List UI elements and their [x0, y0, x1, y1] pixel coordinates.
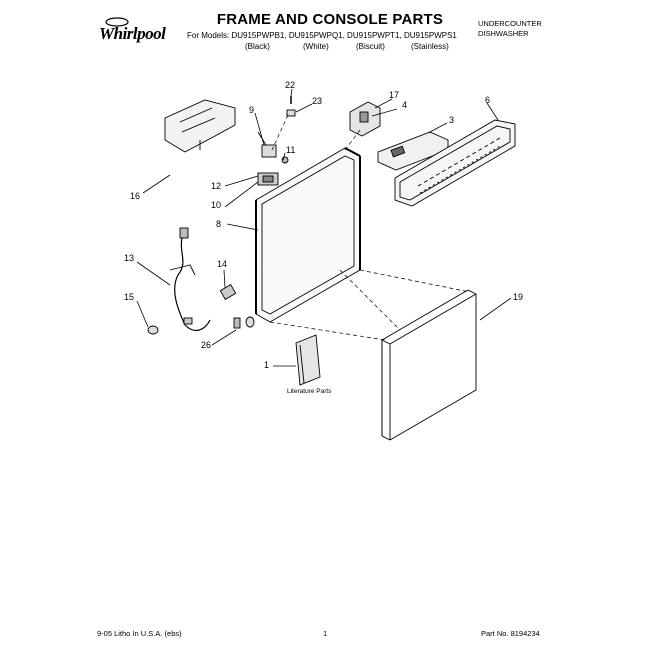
callout-22: 22 [285, 80, 296, 90]
callout-17: 17 [389, 90, 400, 100]
callout-13: 13 [124, 253, 135, 263]
callout-15: 15 [124, 292, 135, 302]
color-label-white: (White) [303, 42, 329, 51]
callout-12: 12 [211, 181, 222, 191]
footer-part-number: Part No. 8194234 [481, 629, 540, 638]
callout-23: 23 [312, 96, 323, 106]
part-9-switch [257, 131, 277, 158]
part-13-wire-harness [169, 227, 211, 332]
whirlpool-logo: Whirlpool [97, 17, 181, 47]
appliance-type-line2: DISHWASHER [478, 29, 529, 38]
callout-1: 1 [264, 360, 270, 370]
callout-4: 4 [402, 100, 408, 110]
appliance-type: UNDERCOUNTER DISHWASHER [478, 19, 542, 39]
part-14-connector [219, 284, 237, 300]
part-23-clip [286, 109, 296, 117]
callout-10: 10 [211, 200, 222, 210]
part-19-outer-door-panel [381, 289, 477, 441]
literature-parts-label: Literature Parts [287, 388, 332, 395]
footer-print-info: 9-05 Litho In U.S.A. (ebs) [97, 629, 182, 638]
leader-lines [136, 88, 512, 367]
color-label-black: (Black) [245, 42, 270, 51]
part-6-console-panel [394, 119, 516, 207]
part-16-bracket [164, 99, 236, 153]
callout-26: 26 [201, 340, 212, 350]
callout-14: 14 [217, 259, 228, 269]
appliance-type-line1: UNDERCOUNTER [478, 19, 542, 28]
part-11-spring [281, 156, 289, 164]
callout-6: 6 [485, 95, 491, 105]
whirlpool-swoosh-icon [105, 17, 129, 27]
footer-page-number: 1 [323, 629, 328, 638]
color-label-biscuit: (Biscuit) [356, 42, 385, 51]
part-1-literature [295, 334, 321, 386]
callout-9: 9 [249, 105, 255, 115]
page-title: FRAME AND CONSOLE PARTS [216, 11, 444, 28]
callout-16: 16 [130, 191, 141, 201]
alignment-lines [269, 114, 471, 341]
part-12-part-10-latch [257, 172, 279, 186]
callout-8: 8 [216, 219, 222, 229]
part-26-screw [233, 316, 255, 329]
callout-11: 11 [286, 145, 296, 155]
color-label-stainless: (Stainless) [411, 42, 449, 51]
part-17-bracket [349, 101, 381, 137]
callout-3: 3 [449, 115, 455, 125]
models-line: For Models: DU915PWPB1, DU915PWPQ1, DU91… [187, 31, 457, 40]
callout-19: 19 [513, 292, 524, 302]
part-15-grommet [147, 325, 159, 335]
logo-text: Whirlpool [99, 24, 166, 43]
